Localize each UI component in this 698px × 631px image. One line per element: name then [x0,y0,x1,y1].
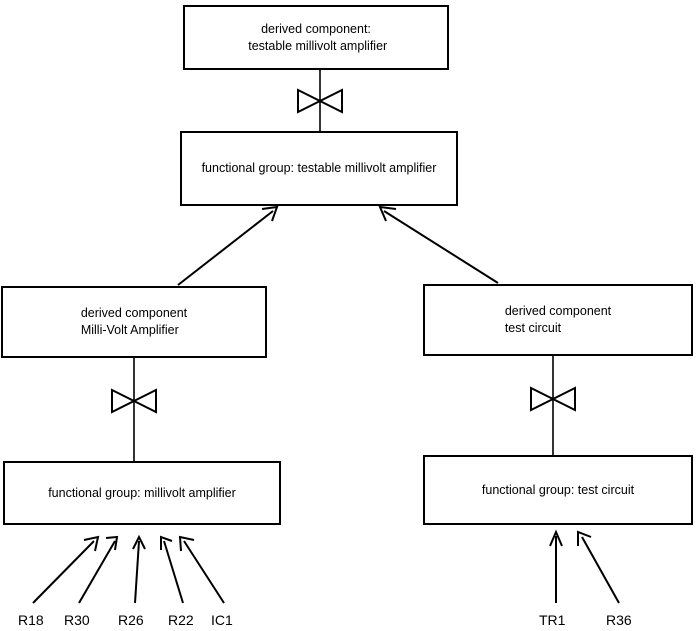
pin-arrow-ic1 [178,535,225,604]
pin-arrow-r18 [32,535,100,604]
pin-label-r18[interactable]: R18 [18,612,44,628]
node-functional-group-millivolt-amplifier[interactable]: functional group: millivolt amplifier [3,461,281,525]
inheritance-arrow-left [177,205,279,286]
pin-label-r22[interactable]: R22 [168,612,194,628]
node-label: functional group: testable millivolt amp… [201,161,437,175]
node-label: functional group: millivolt amplifier [48,485,236,500]
pin-label-r36[interactable]: R36 [606,612,632,628]
inheritance-arrow-right [378,205,499,284]
node-functional-group-testable-millivolt-amplifier[interactable]: functional group: testable millivolt amp… [180,131,458,206]
pin-arrow-r30 [78,535,119,604]
pin-arrow-r22 [160,535,184,604]
pin-label-r26[interactable]: R26 [118,612,144,628]
pin-arrow-tr1 [549,529,563,603]
pin-arrow-r36 [577,530,620,604]
bowtie-connector-left [111,388,157,414]
bowtie-connector-top [297,88,343,114]
node-label: derived component: testable millivolt am… [244,21,388,53]
node-label: functional group: test circuit [481,482,635,497]
node-derived-component-testable-millivolt-amplifier[interactable]: derived component: testable millivolt am… [183,5,449,70]
pin-label-r30[interactable]: R30 [64,612,90,628]
node-functional-group-test-circuit[interactable]: functional group: test circuit [423,455,693,525]
bowtie-connector-right [530,386,576,412]
pin-label-ic1[interactable]: IC1 [211,612,233,628]
pin-label-tr1[interactable]: TR1 [539,612,566,628]
pin-arrow-r26 [132,534,146,604]
